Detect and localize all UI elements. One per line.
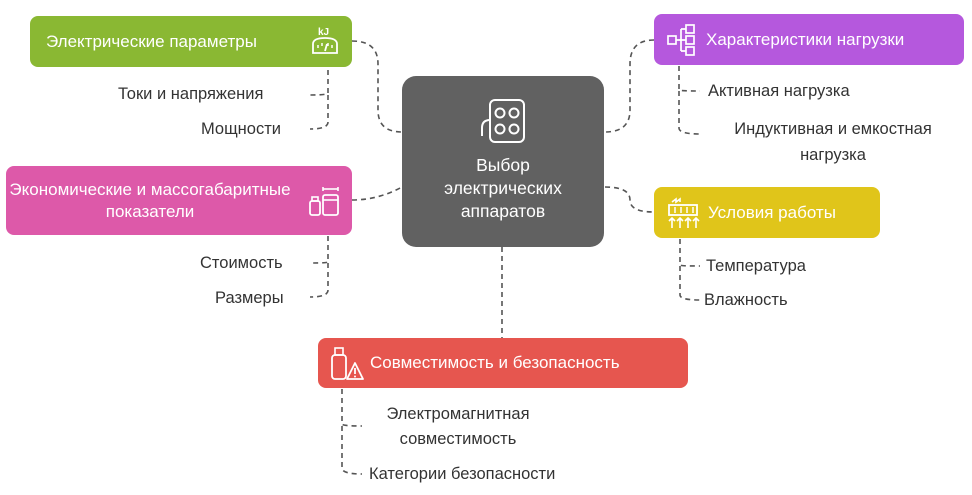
leaf-economic-2: Размеры [215,289,284,307]
branch-compatibility[interactable]: Совместимость и безопасность [318,338,688,388]
leaf-electrical-2: Мощности [201,120,281,138]
leaf-electrical-1: Токи и напряжения [118,85,264,103]
center-label: Выбор электрических аппаратов [444,155,562,221]
connector-load [604,39,655,133]
connector-leaf-electrical-1 [309,70,329,96]
branch-electrical-label: Электрические параметры [46,31,257,51]
energy-meter-icon-text: kJ [318,27,329,38]
heater-conditions-icon [666,196,700,230]
energy-meter-icon: kJ [310,24,340,58]
branch-conditions-label: Условия работы [708,202,836,222]
usb-warning-icon [330,346,364,382]
leaf-compatibility-2: Категории безопасности [369,465,556,483]
connector-leaf-economic-1 [309,236,329,264]
connector-leaf-load-2 [678,91,701,135]
branch-economic[interactable]: Экономические и массогабаритные показате… [6,166,352,235]
branch-load-label: Характеристики нагрузки [706,29,905,49]
leaf-load-1: Активная нагрузка [708,82,850,100]
branch-conditions[interactable]: Условия работы [654,187,880,238]
leaf-conditions-1: Температура [706,257,806,275]
connector-leaf-load-1 [678,66,701,92]
leaf-compatibility-1: Электромагнитная совместимость [386,405,530,448]
connector-leaf-conditions-2 [679,266,701,301]
connector-leaf-conditions-1 [679,239,701,267]
connector-electrical [351,40,403,133]
connector-leaf-economic-2 [309,263,329,298]
connector-leaf-compatibility-1 [341,389,363,427]
center-node[interactable]: Выбор электрических аппаратов [402,76,604,247]
branch-compatibility-label: Совместимость и безопасность [370,353,620,372]
leaf-conditions-2: Влажность [704,291,788,309]
connector-leaf-compatibility-2 [341,426,363,475]
cooktop-icon [478,96,528,146]
leaf-load-2: Индуктивная и емкостная нагрузка [734,120,932,164]
connector-economic [351,186,403,201]
connector-leaf-electrical-2 [309,95,329,130]
connector-conditions [604,186,655,213]
network-load-icon [666,23,698,57]
containers-size-icon [308,186,340,218]
branch-load[interactable]: Характеристики нагрузки [654,14,964,65]
branch-electrical-parameters[interactable]: Электрические параметры kJ [30,16,352,67]
branch-economic-label: Экономические и массогабаритные показате… [9,179,291,221]
leaf-economic-1: Стоимость [200,254,283,272]
